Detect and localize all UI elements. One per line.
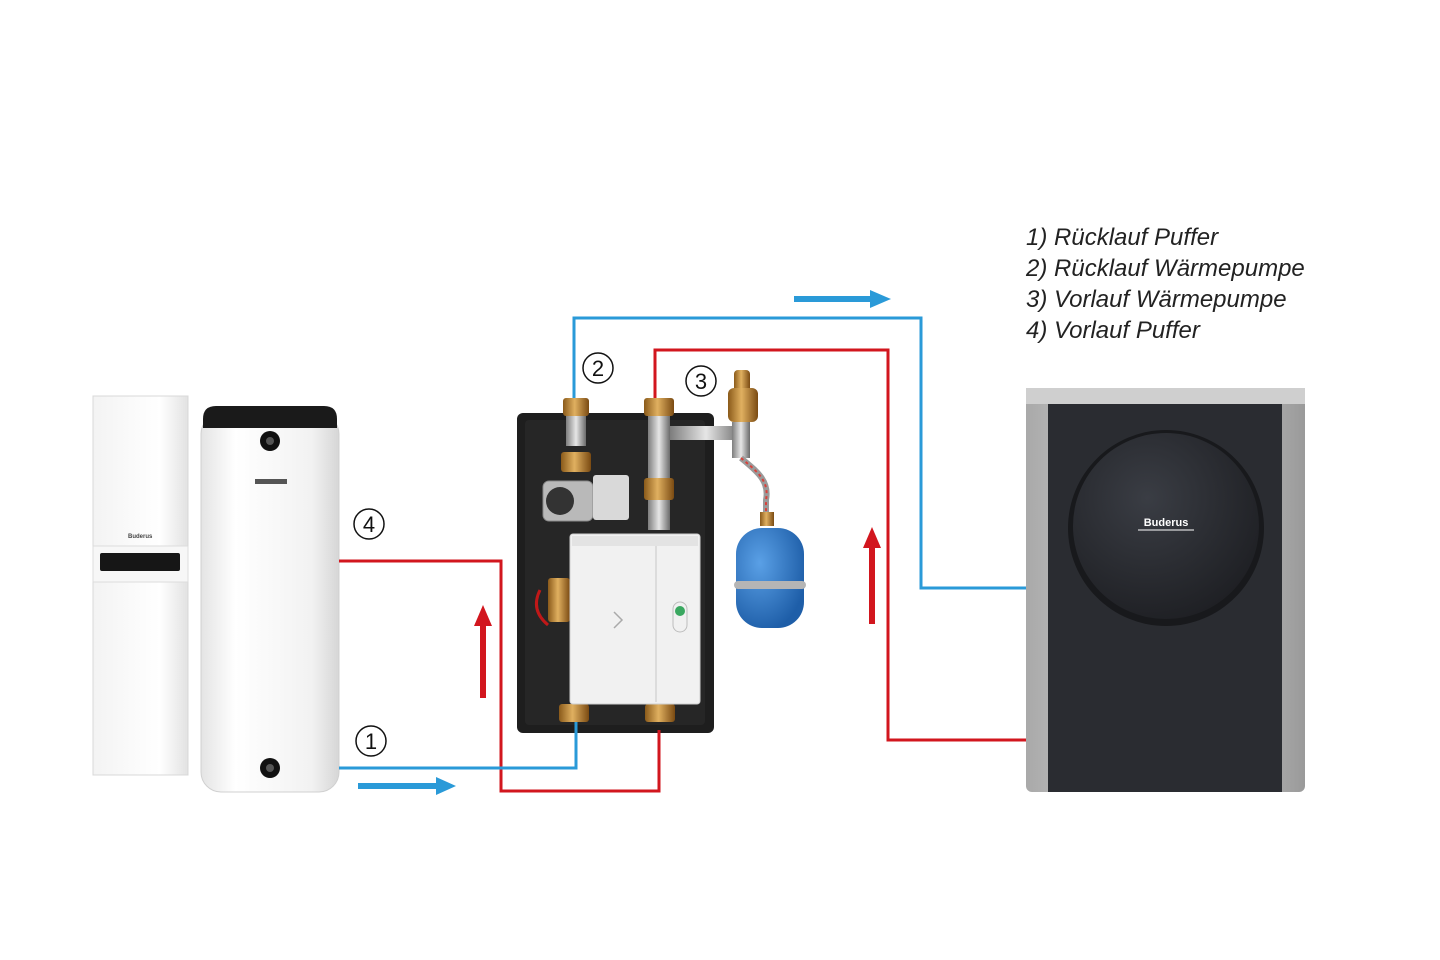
pipe-return-buffer (339, 722, 578, 770)
marker-2: 2 (582, 352, 614, 384)
buffer-tank (200, 406, 340, 793)
pipe-flow-heatpump (653, 348, 1026, 742)
svg-text:3: 3 (695, 369, 707, 394)
heat-pump-logo: Buderus (1144, 517, 1189, 529)
legend: 1) Rücklauf Puffer 2) Rücklauf Wärmepump… (1026, 222, 1305, 346)
legend-item-4: 4) Vorlauf Puffer (1026, 317, 1200, 344)
fan-cover (1073, 433, 1259, 619)
marker-4: 4 (353, 508, 385, 540)
arrow-right-top (794, 290, 891, 308)
arrow-up-right (863, 527, 881, 624)
status-led (675, 606, 685, 616)
arrow-up-left (474, 605, 492, 698)
svg-text:2: 2 (592, 356, 604, 381)
heat-pump: Buderus (1026, 388, 1305, 792)
arrow-right-bottom (358, 777, 456, 795)
pipes (339, 316, 1026, 793)
tank-badge (255, 479, 287, 484)
svg-text:1: 1 (365, 729, 377, 754)
pump-station (517, 398, 742, 733)
svg-text:4: 4 (363, 512, 375, 537)
svg-text:Buderus: Buderus (128, 534, 153, 540)
legend-item-1: 1) Rücklauf Puffer (1026, 224, 1219, 251)
expansion-vessel (728, 370, 806, 628)
pipe-flow-buffer (339, 559, 661, 793)
marker-1: 1 (355, 725, 387, 757)
legend-item-2: 2) Rücklauf Wärmepumpe (1026, 255, 1305, 282)
legend-item-3: 3) Vorlauf Wärmepumpe (1026, 286, 1287, 313)
arrows (358, 290, 891, 795)
pipe-return-heatpump (572, 316, 1026, 590)
indoor-unit: Buderus (92, 395, 189, 776)
marker-3: 3 (685, 365, 717, 397)
control-display (100, 553, 180, 571)
